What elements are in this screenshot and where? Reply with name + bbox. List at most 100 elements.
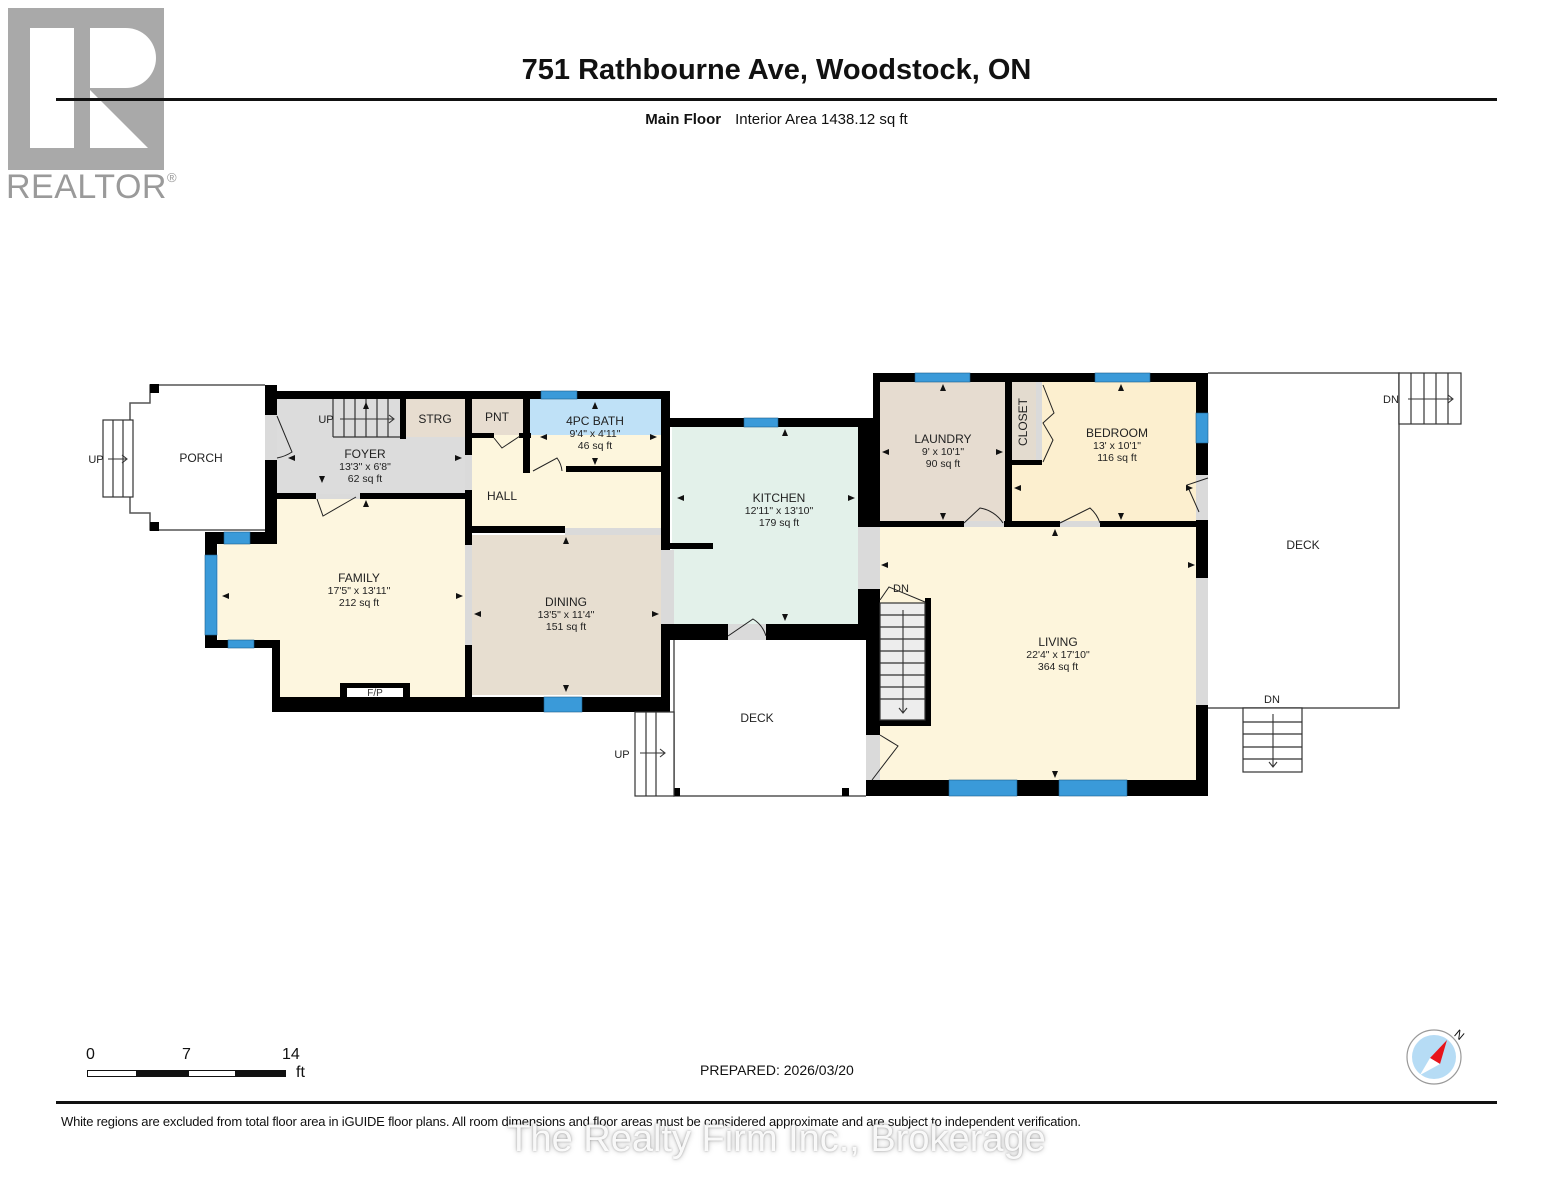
doorway [465,455,472,490]
scale-segment [236,1070,286,1077]
page-title: 751 Rathbourne Ave, Woodstock, ON [521,54,1032,86]
room-area: 46 sq ft [578,440,613,452]
room-dims: 13'5" x 11'4" [538,609,595,621]
room-name: DECK [740,711,773,725]
doorway [465,545,472,645]
doorway [565,528,661,535]
room-label-hall: HALL [487,489,517,503]
doorway [316,494,360,499]
room-dims: 9'4" x 4'11" [570,428,621,440]
window [1058,779,1128,797]
room-name: PNT [485,410,510,424]
room-name: DECK [1286,538,1319,552]
room-label-closet: CLOSET [1016,397,1030,446]
scale-unit: ft [296,1064,305,1081]
room-name: HALL [487,489,517,503]
room-name: DINING [545,595,587,609]
compass-icon: N [1406,1027,1467,1085]
room-dims: 13'3" x 6'8" [339,461,391,473]
porch-post [150,384,159,393]
scale-segment [137,1070,188,1077]
scale-bar: 0 7 14 ft [84,1046,324,1086]
scale-segment [87,1070,137,1077]
header-divider [56,98,1497,101]
fireplace-label: F/P [367,688,383,699]
room-dims: 22'4" x 17'10" [1026,649,1090,661]
room-name: 4PC BATH [566,414,624,428]
window [223,531,251,545]
room-laundry-fill [880,381,1007,523]
doorway-openings [265,382,1208,780]
room-family-fill [218,498,467,697]
room-hall-fill [472,435,661,528]
window [1195,412,1209,444]
doorway [1196,475,1208,520]
window [914,372,971,383]
room-dims: 9' x 10'1" [922,446,964,458]
doorway [265,415,277,460]
room-dining-fill [470,535,661,695]
room-name: CLOSET [1016,397,1030,446]
room-dims: 13' x 10'1" [1093,440,1141,452]
room-area: 364 sq ft [1038,661,1078,673]
stair-label-deck-east-steps-top: DN [1383,394,1399,406]
stair-label-porch-steps: UP [88,454,103,466]
room-dims: 12'11" x 13'10" [745,505,814,517]
room-label-pnt: PNT [485,410,510,424]
scale-tick-0: 0 [86,1046,95,1063]
deck-post [673,788,680,796]
room-label-deck-south: DECK [740,711,773,725]
room-area: 116 sq ft [1097,452,1137,464]
room-strg-fill [405,399,467,437]
doorway [1196,578,1208,705]
floor-label: Main Floor [645,111,722,128]
room-name: FOYER [344,447,386,461]
window [743,417,779,428]
disclaimer: White regions are excluded from total fl… [61,1114,1081,1129]
window [543,696,583,713]
deck-post [842,788,849,796]
door-swings [276,384,1209,781]
room-name: LAUNDRY [914,432,971,446]
registered-mark: ® [166,170,178,185]
room-area: 212 sq ft [339,597,379,609]
windows [204,372,1209,797]
porch-post [150,522,159,531]
doorway [964,521,1004,527]
stair-label-foyer-stairs: UP [318,414,333,426]
footer-divider [56,1101,1497,1104]
realtor-r-icon [8,8,164,170]
stair-label-deck-east-steps-bottom: DN [1264,694,1280,706]
window [540,390,578,400]
doorway [1060,521,1100,527]
room-kitchen-fill [672,427,858,624]
room-name: KITCHEN [753,491,806,505]
room-name: FAMILY [338,571,380,585]
room-label-deck-east: DECK [1286,538,1319,552]
room-area: 90 sq ft [926,458,961,470]
window [227,639,255,649]
doorway [1036,382,1042,462]
window [204,554,218,636]
prepared-date: PREPARED: 2026/03/20 [700,1062,854,1078]
doorway [866,735,880,780]
north-compass: N [1400,1020,1470,1090]
room-dims: 17'5" x 13'11" [328,585,391,597]
doorway [661,550,674,624]
scale-tick-7: 7 [182,1046,191,1063]
stair-label-living-stairs: DN [893,583,909,595]
realtor-wordmark-text: REALTOR [6,168,167,206]
room-area: 62 sq ft [348,473,383,485]
room-area: 151 sq ft [546,621,586,633]
brokerage-watermark: The Realty Firm Inc., Brokerage [507,1118,1046,1160]
